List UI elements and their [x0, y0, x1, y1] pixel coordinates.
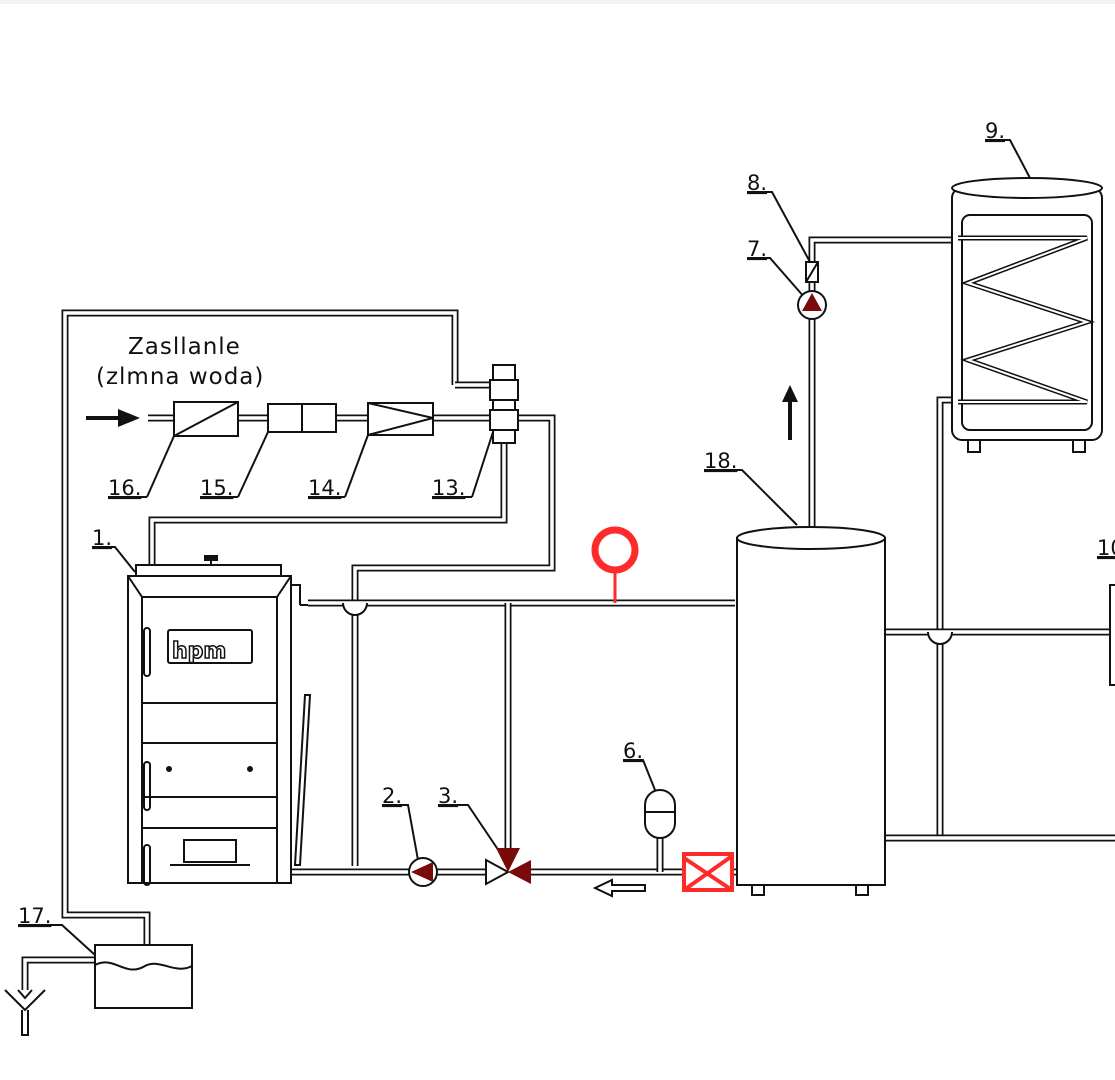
supply-title: Zasllanle [128, 334, 241, 360]
label-3: 3. [438, 784, 458, 808]
pipe-coil-return [936, 396, 955, 836]
label-18: 18. [704, 449, 737, 473]
annotation-box [682, 852, 734, 892]
expansion-vessel-6 [644, 789, 676, 839]
component-15 [267, 403, 337, 433]
label-15: 15. [200, 476, 233, 500]
valve-8 [805, 261, 819, 283]
leader-lines [18, 139, 1115, 956]
boiler-logo: hpm [172, 639, 226, 664]
pipe-coil-return [938, 398, 955, 836]
component-16 [173, 401, 239, 437]
label-1: 1. [92, 526, 112, 550]
label-8: 8. [747, 171, 767, 195]
pipe-tank-to-coil [808, 236, 955, 528]
three-way-valve-3[interactable] [485, 848, 531, 886]
flow-arrowhead-up-icon [782, 385, 798, 402]
top-bar [0, 0, 1115, 4]
pipe-fitting-right [353, 416, 554, 866]
flow-arrow-left-icon [592, 878, 646, 898]
pipe-tank-to-coil [810, 238, 955, 528]
label-14: 14. [308, 476, 341, 500]
inlet-arrowhead-icon [118, 409, 140, 427]
supply-subtitle: (zlmna woda) [96, 364, 264, 390]
pipe-crossover [927, 631, 953, 645]
label-2: 2. [382, 784, 402, 808]
label-9: 9. [985, 119, 1005, 143]
buffer-tank-18 [736, 526, 886, 896]
hot-water-tank-9 [951, 177, 1103, 453]
pipes [21, 236, 1115, 990]
label-7: 7. [747, 237, 767, 261]
label-16: 16. [108, 476, 141, 500]
pipe-drain-line [21, 956, 95, 990]
pump-2[interactable] [408, 857, 438, 887]
boiler: hpm [127, 555, 312, 886]
pump-7[interactable] [797, 290, 827, 320]
fitting-13 [489, 364, 519, 444]
label-10: 10 [1097, 536, 1115, 560]
pipe-outer-loop [63, 311, 457, 945]
pipe-drain-line [23, 958, 95, 990]
label-6: 6. [623, 739, 643, 763]
label-13: 13. [432, 476, 465, 500]
temperature-sensor-annotation [591, 526, 639, 603]
pipe-fitting-bottom [150, 443, 506, 565]
component-14 [367, 402, 434, 436]
pipe-crossover [342, 602, 368, 616]
device-10 [1109, 584, 1115, 686]
pipe-fitting-bottom [148, 443, 508, 565]
label-17: 17. [18, 904, 51, 928]
box-17 [94, 944, 193, 1009]
drain-icon [4, 989, 46, 1036]
